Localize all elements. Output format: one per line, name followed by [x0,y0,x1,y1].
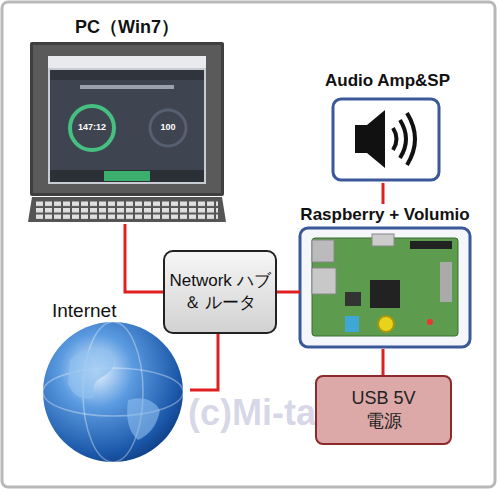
browser-bar [48,56,206,68]
box-label: USB 5V電源 [344,387,424,433]
speaker-frame [333,99,439,180]
app-footer [50,170,204,182]
network-cable [277,291,300,294]
monitor [28,42,226,222]
screen-time: 147:12 [72,122,112,132]
sound-wave [400,120,406,158]
network-cable [382,349,385,375]
progress-ring [70,106,114,150]
volume-ring [150,110,186,146]
app-area [50,70,204,170]
hdmi-port [372,234,394,246]
raspberry-board [300,228,470,347]
network-cable [382,183,385,204]
node-heading: Internet [52,300,116,322]
led [427,319,433,325]
pc-node: PC（Win7） [28,16,226,224]
ethernet-port [312,268,336,294]
pcb [312,238,458,336]
app-header [50,70,204,80]
lan-chip [345,292,361,306]
board-frame [300,228,470,347]
monitor-inner [33,45,221,193]
track-title-bar [80,85,174,89]
speaker-cone [367,110,385,168]
globe-sphere [43,322,183,462]
globe [43,322,183,462]
soc-chip [370,280,400,308]
node-heading: Raspberry + Volumio [250,204,497,226]
screen [48,56,206,184]
globe-parallel [43,368,183,416]
screen-volume: 100 [153,122,183,132]
raspberry-node: Raspberry + Volumio [300,204,470,349]
box-label: Network ハブ＆ ルータ [169,270,271,314]
monitor-bezel [30,42,224,196]
keyboard [28,197,226,222]
continent [127,398,160,440]
sd-slot [440,262,452,302]
speaker-box [333,99,439,180]
sound-wave [407,113,415,165]
continent [68,349,114,399]
rca-jack [378,316,394,332]
sound-wave [393,128,397,150]
speaker-body [355,125,367,153]
usb-port [312,240,334,262]
network-cable [190,334,218,390]
network-box: Network ハブ＆ ルータ [163,250,277,334]
audio-jack [345,316,359,332]
keyboard-keys [36,200,218,219]
network-cable [125,224,163,292]
node-heading: Audio Amp&SP [325,70,450,92]
power-box: USB 5V電源 [315,375,452,445]
internet-node: Internet [40,298,190,464]
node-heading: PC（Win7） [28,16,226,38]
footer-tab [104,171,150,181]
gpio-header [410,241,452,249]
audio-node: Audio Amp&SP [325,70,450,183]
